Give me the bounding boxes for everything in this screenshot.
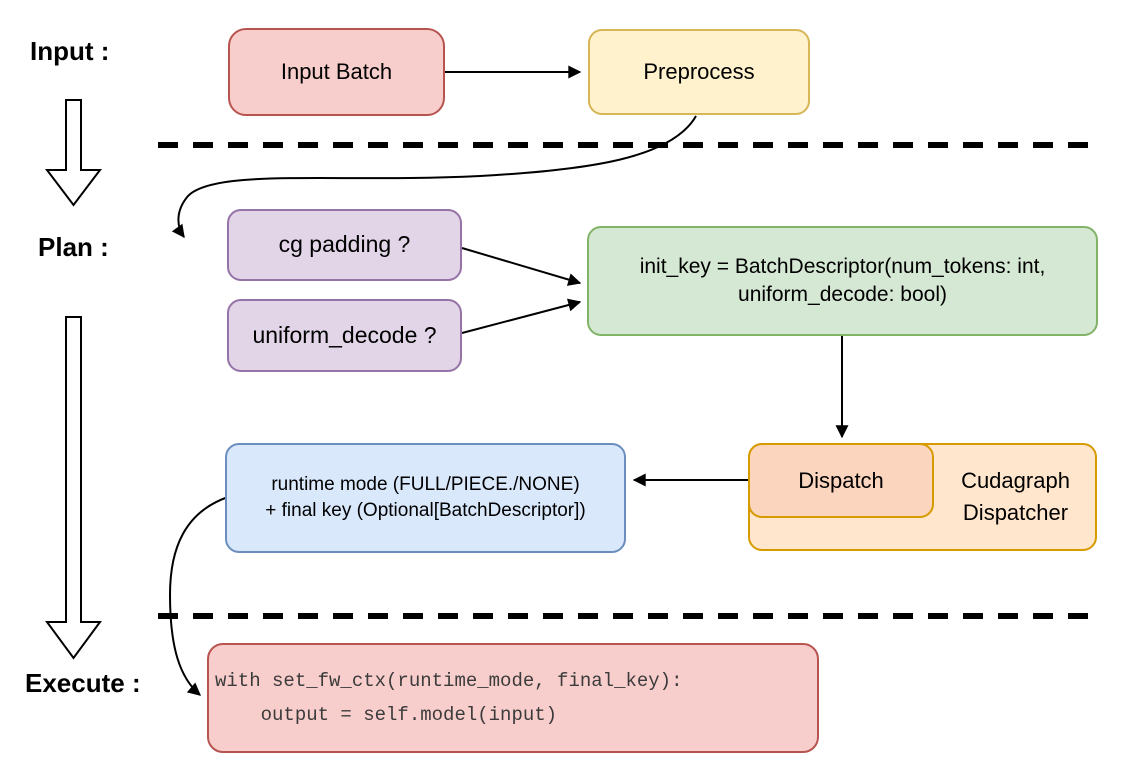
curve-preprocess-to-cgpadding	[171, 115, 697, 239]
node-execute-code[interactable]: with set_fw_ctx(runtime_mode, final_key)…	[207, 643, 819, 753]
node-cudagraph-dispatcher-label: Cudagraph Dispatcher	[934, 443, 1097, 551]
dispatcher-label-line2: Dispatcher	[962, 500, 1069, 525]
node-uniform-decode[interactable]: uniform_decode ?	[227, 299, 462, 372]
section-label-plan: Plan :	[38, 232, 109, 262]
node-input-batch-label: Input Batch	[280, 59, 393, 85]
section-label-execute: Execute :	[25, 668, 141, 698]
node-uniform-decode-label: uniform_decode ?	[252, 321, 437, 348]
node-runtime-line2: + final key (Optional[BatchDescriptor])	[265, 500, 586, 521]
dispatcher-label-line1: Cudagraph	[961, 468, 1070, 494]
node-cg-padding-label: cg padding ?	[278, 231, 411, 258]
node-dispatch[interactable]: Dispatch	[748, 443, 934, 518]
node-preprocess[interactable]: Preprocess	[588, 29, 810, 115]
plan-flow-arrow-icon	[45, 316, 102, 660]
section-label-input: Input :	[30, 36, 110, 66]
node-init-key-line2: uniform_decode: bool)	[738, 283, 947, 306]
node-cg-padding[interactable]: cg padding ?	[227, 209, 462, 281]
node-init-key[interactable]: init_key = BatchDescriptor(num_tokens: i…	[587, 226, 1098, 336]
input-flow-arrow-icon	[44, 99, 103, 207]
arrow-cgpadding-to-initkey	[461, 247, 582, 286]
node-dispatch-label: Dispatch	[798, 467, 884, 493]
node-input-batch[interactable]: Input Batch	[228, 28, 445, 116]
node-preprocess-label: Preprocess	[643, 59, 755, 85]
curve-runtime-to-execute	[168, 496, 229, 696]
code-line2: output = self.model(input)	[215, 704, 558, 726]
node-runtime-line1: runtime mode (FULL/PIECE./NONE)	[271, 474, 580, 496]
node-init-key-line1: init_key = BatchDescriptor(num_tokens: i…	[639, 254, 1046, 278]
node-runtime-mode[interactable]: runtime mode (FULL/PIECE./NONE) + final …	[225, 443, 626, 553]
code-line1: with set_fw_ctx(runtime_mode, final_key)…	[215, 670, 683, 692]
arrow-uniformdecode-to-initkey	[461, 298, 582, 334]
